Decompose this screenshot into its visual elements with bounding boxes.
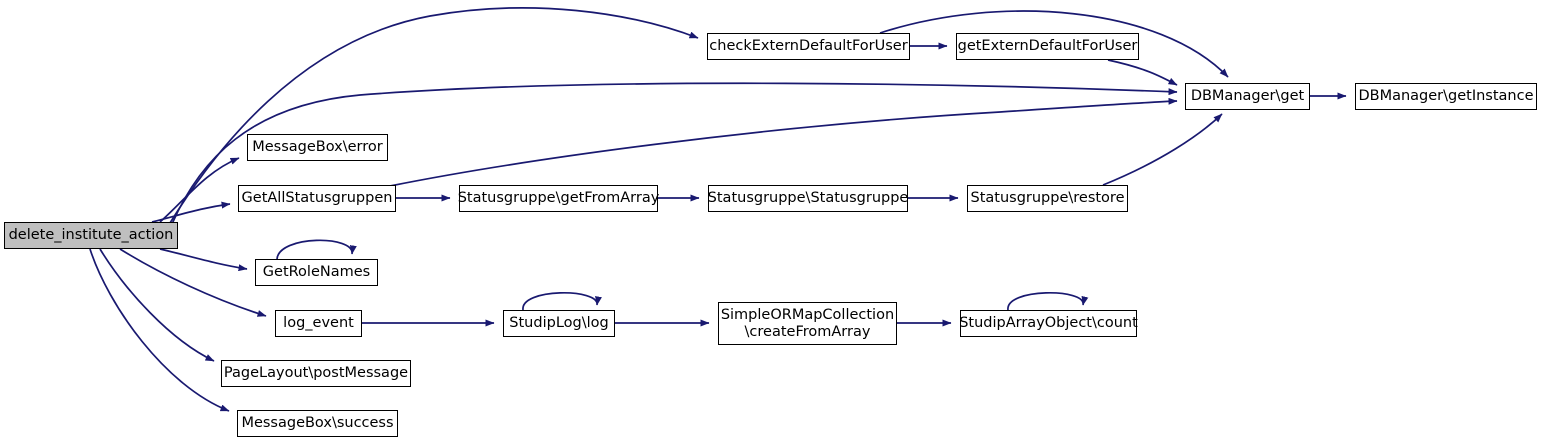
- node-label: delete_institute_action: [8, 227, 174, 244]
- node-studiparrayobject-count[interactable]: StudipArrayObject\count: [959, 310, 1138, 337]
- edge-count-self-loop: [1007, 292, 1089, 311]
- node-check-extern-default-for-user[interactable]: checkExternDefaultForUser: [707, 33, 910, 60]
- node-label: getExternDefaultForUser: [957, 38, 1138, 55]
- node-statusgruppe-restore[interactable]: Statusgruppe\restore: [967, 185, 1128, 212]
- node-label: StudipArrayObject\count: [959, 315, 1138, 332]
- edge-getrolenames-self-loop: [276, 239, 357, 260]
- node-label: Statusgruppe\restore: [970, 190, 1125, 207]
- node-label: GetAllStatusgruppen: [241, 190, 393, 207]
- node-delete-institute-action[interactable]: delete_institute_action: [4, 222, 178, 249]
- node-label: DBManager\getInstance: [1358, 88, 1534, 105]
- node-label: PageLayout\postMessage: [223, 365, 409, 382]
- edge-delete-to-getrolenames: [159, 248, 248, 272]
- node-label: log_event: [283, 315, 354, 332]
- edge-delete-to-getallstatusgruppen: [151, 201, 231, 223]
- edge-studiploglog-self-loop: [522, 291, 602, 311]
- node-get-role-names[interactable]: GetRoleNames: [255, 259, 378, 286]
- node-label: GetRoleNames: [262, 264, 371, 281]
- node-dbmanager-getinstance[interactable]: DBManager\getInstance: [1355, 83, 1537, 110]
- node-get-extern-default-for-user[interactable]: getExternDefaultForUser: [956, 33, 1139, 60]
- edge-delete-to-pagelayoutpostmessage: [99, 248, 215, 362]
- edge-getallstatusgruppen-to-dbmanagerget: [389, 97, 1178, 187]
- node-studiplog-log[interactable]: StudipLog\log: [503, 310, 615, 337]
- edge-delete-to-messageboxerror: [159, 157, 240, 223]
- node-label: Statusgruppe\Statusgruppe: [707, 190, 909, 207]
- node-log-event[interactable]: log_event: [275, 310, 362, 337]
- edge-getextern-to-dbmanagerget: [1107, 59, 1178, 86]
- node-statusgruppe-statusgruppe[interactable]: Statusgruppe\Statusgruppe: [708, 185, 908, 212]
- node-label: StudipLog\log: [509, 315, 609, 332]
- edge-delete-to-logevent: [119, 248, 267, 317]
- node-messagebox-error[interactable]: MessageBox\error: [247, 134, 388, 161]
- edge-delete-to-messageboxsuccess: [89, 248, 230, 412]
- node-label: DBManager\get: [1190, 88, 1305, 105]
- node-statusgruppe-getfromarray[interactable]: Statusgruppe\getFromArray: [457, 185, 660, 212]
- node-label: Statusgruppe\getFromArray: [457, 190, 660, 207]
- node-dbmanager-get[interactable]: DBManager\get: [1185, 83, 1310, 110]
- node-label: SimpleORMapCollection \createFromArray: [720, 307, 895, 340]
- node-pagelayout-postmessage[interactable]: PageLayout\postMessage: [221, 360, 411, 387]
- node-label: checkExternDefaultForUser: [709, 38, 908, 55]
- node-messagebox-success[interactable]: MessageBox\success: [237, 410, 398, 437]
- node-simpleormapcollection-createfromarray[interactable]: SimpleORMapCollection \createFromArray: [718, 302, 897, 345]
- node-label: MessageBox\success: [241, 415, 394, 432]
- edge-restore-to-dbmanagerget: [1102, 113, 1223, 186]
- node-label: MessageBox\error: [252, 139, 383, 156]
- node-get-all-statusgruppen[interactable]: GetAllStatusgruppen: [238, 185, 396, 212]
